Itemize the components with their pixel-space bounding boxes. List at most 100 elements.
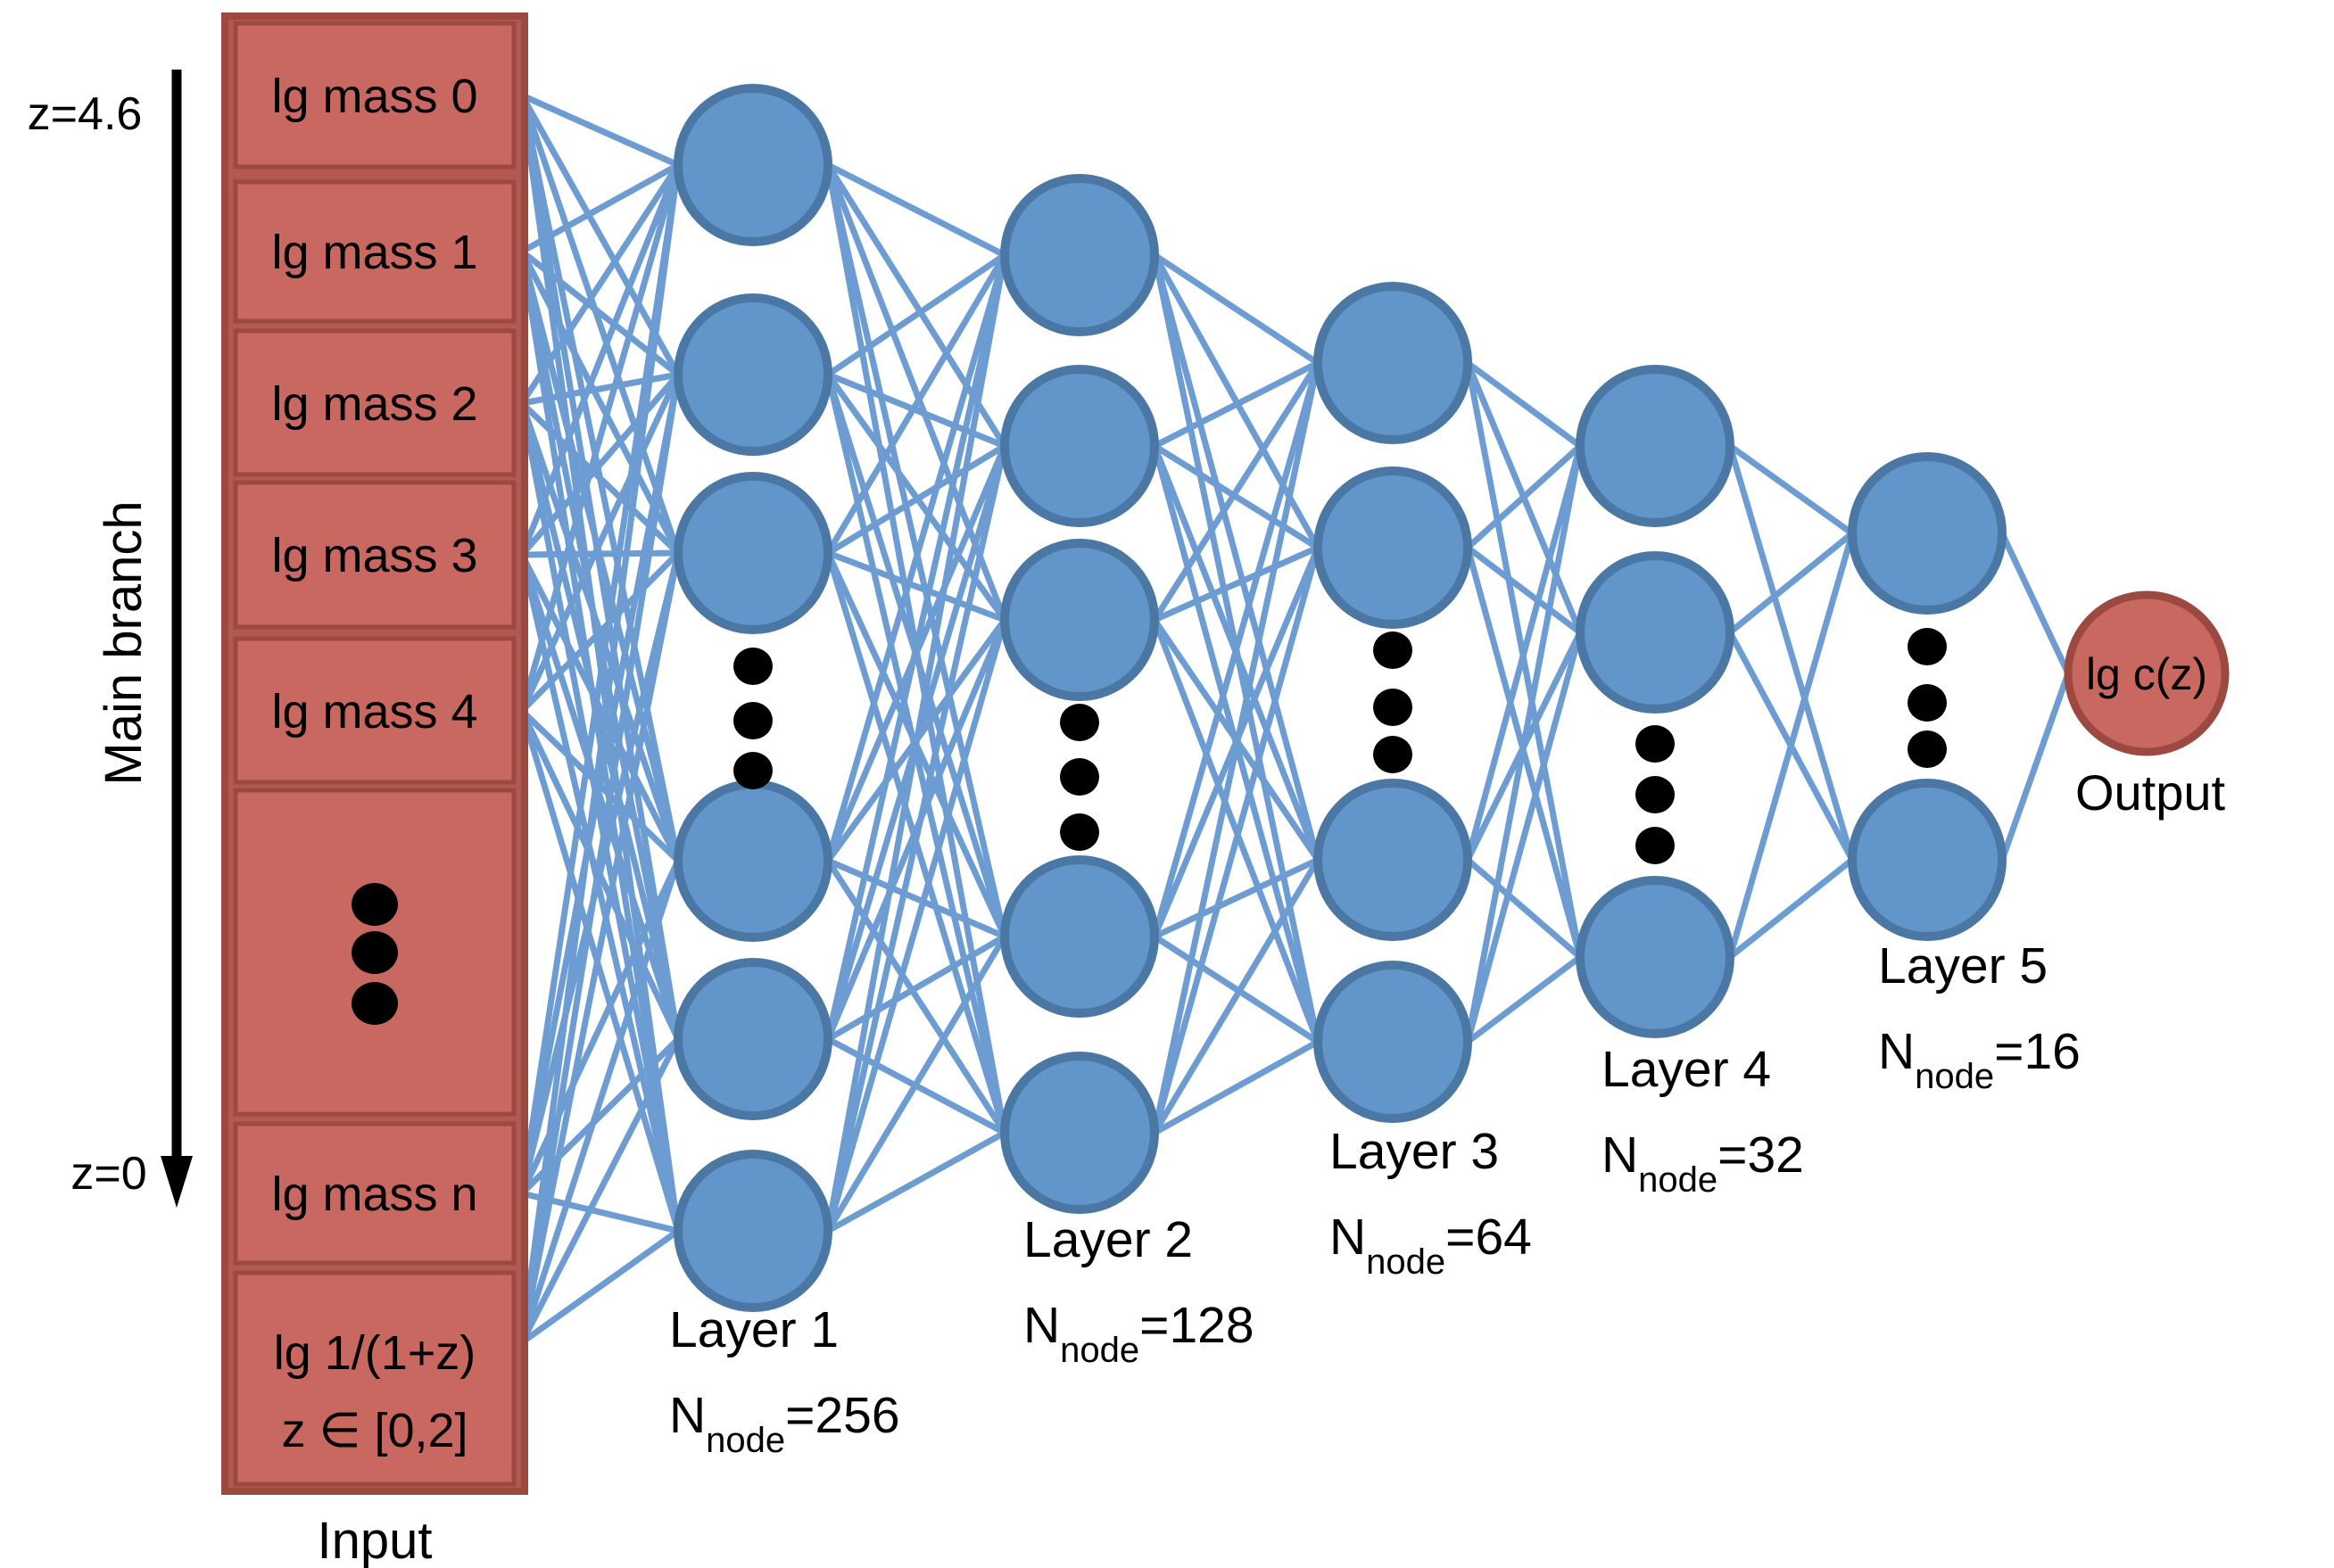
connection-line: [1151, 359, 1321, 1136]
connection-line: [1464, 442, 1584, 863]
connection-line: [1151, 1038, 1321, 1136]
hidden-node: [674, 472, 832, 634]
connection-line: [824, 252, 1008, 557]
connection-line: [518, 551, 682, 864]
ellipsis-dot: [352, 883, 398, 926]
output-node: [2064, 590, 2230, 756]
hidden-node: [674, 1150, 832, 1312]
connection-line: [824, 1129, 1008, 1234]
connection-line: [518, 549, 682, 558]
layer-node-count: Nnode=16: [1878, 1023, 2081, 1096]
layer-title: Layer 1: [669, 1301, 839, 1358]
connection-line: [824, 933, 1008, 1043]
connection-line: [1151, 359, 1321, 623]
output-node-label: lg c(z): [2086, 649, 2207, 699]
connection-line: [518, 371, 682, 558]
connection-line: [518, 92, 682, 169]
input-box: [233, 1121, 517, 1266]
connection-line: [824, 252, 1008, 378]
hidden-node: [1313, 961, 1472, 1123]
hidden-node: [1000, 855, 1159, 1018]
ellipsis-dot: [352, 931, 398, 974]
connection-line: [518, 248, 682, 1043]
redshift-top-label: z=4.6: [28, 88, 143, 140]
connection-line: [518, 161, 682, 714]
connection-line: [824, 616, 1008, 1234]
input-box: [233, 480, 517, 630]
output-caption: Output: [2075, 764, 2226, 821]
hidden-node: [674, 84, 832, 246]
hidden-node: [674, 958, 832, 1120]
input-box: [233, 328, 517, 477]
connection-line: [518, 1227, 682, 1346]
connections: [518, 92, 2072, 1346]
input-box-label: lg mass 4: [271, 685, 477, 739]
layer-title: Layer 3: [1329, 1123, 1499, 1180]
hidden-layer-2: Layer 2 Nnode=128: [1000, 174, 1254, 1370]
input-box-label: lg mass 1: [271, 226, 477, 279]
connection-line: [1464, 442, 1584, 1045]
connection-line: [518, 161, 682, 1197]
ellipsis-dot: [1373, 631, 1412, 669]
connection-line: [518, 371, 682, 714]
connection-line: [1464, 442, 1584, 551]
connection-line: [1726, 530, 1856, 961]
output-group: lg c(z) Output: [2064, 590, 2230, 821]
main-branch-label: Main branch: [95, 500, 153, 785]
layer-title: Layer 5: [1878, 937, 2048, 994]
connection-line: [1726, 856, 1856, 961]
ellipsis-dot: [1908, 730, 1947, 768]
connection-line: [1726, 530, 1856, 636]
connection-line: [824, 857, 1008, 940]
connection-line: [824, 549, 1008, 623]
input-box-label: lg mass 0: [271, 70, 477, 123]
ellipsis-dot: [1060, 813, 1099, 851]
main-branch-axis: z=4.6 z=0 Main branch: [28, 70, 193, 1208]
connection-line: [1151, 856, 1321, 940]
ellipsis-dot: [1635, 827, 1675, 864]
connection-line: [1151, 544, 1321, 1136]
hidden-node: [1000, 365, 1159, 527]
hidden-node: [1000, 539, 1159, 701]
layer-node-count: Nnode=64: [1329, 1209, 1532, 1282]
input-box-label: lg mass 2: [271, 377, 477, 431]
ellipsis-dot: [1635, 776, 1675, 813]
ellipsis-dot: [1060, 758, 1099, 796]
hidden-node: [1576, 365, 1734, 527]
ellipsis-dot: [733, 752, 773, 789]
connection-line: [518, 707, 682, 1234]
connection-line: [1151, 252, 1321, 367]
input-box: [233, 636, 517, 785]
connection-line: [1151, 933, 1321, 1045]
layer-title: Layer 2: [1023, 1211, 1193, 1268]
connection-line: [518, 549, 682, 1346]
connection-line: [1464, 856, 1584, 961]
layer-node-count: Nnode=128: [1023, 1297, 1254, 1370]
connection-line: [518, 551, 682, 1234]
connection-line: [1151, 359, 1321, 940]
connection-line: [1464, 544, 1584, 636]
connection-line: [518, 92, 682, 557]
hidden-node: [674, 780, 832, 942]
input-box-label: lg mass n: [271, 1168, 477, 1221]
redshift-bottom-label: z=0: [70, 1148, 146, 1200]
hidden-node: [1000, 1052, 1159, 1214]
connection-line: [518, 161, 682, 1346]
connection-line: [1151, 856, 1321, 1136]
layer-node-count: Nnode=32: [1602, 1126, 1804, 1200]
connection-line: [518, 857, 682, 1346]
connection-line: [824, 933, 1008, 1234]
hidden-layer-5: Layer 5 Nnode=16: [1848, 452, 2081, 1096]
ellipsis-dot: [733, 702, 773, 739]
connection-line: [518, 549, 682, 714]
connection-line: [1151, 252, 1321, 863]
ellipsis-dot: [1373, 689, 1412, 726]
ellipsis-dot: [1908, 628, 1947, 665]
connection-line: [518, 371, 682, 1197]
input-box: [233, 21, 517, 169]
hidden-node: [674, 293, 832, 456]
input-box: [233, 1270, 517, 1487]
connection-line: [518, 371, 682, 1346]
connection-line: [824, 252, 1008, 1234]
